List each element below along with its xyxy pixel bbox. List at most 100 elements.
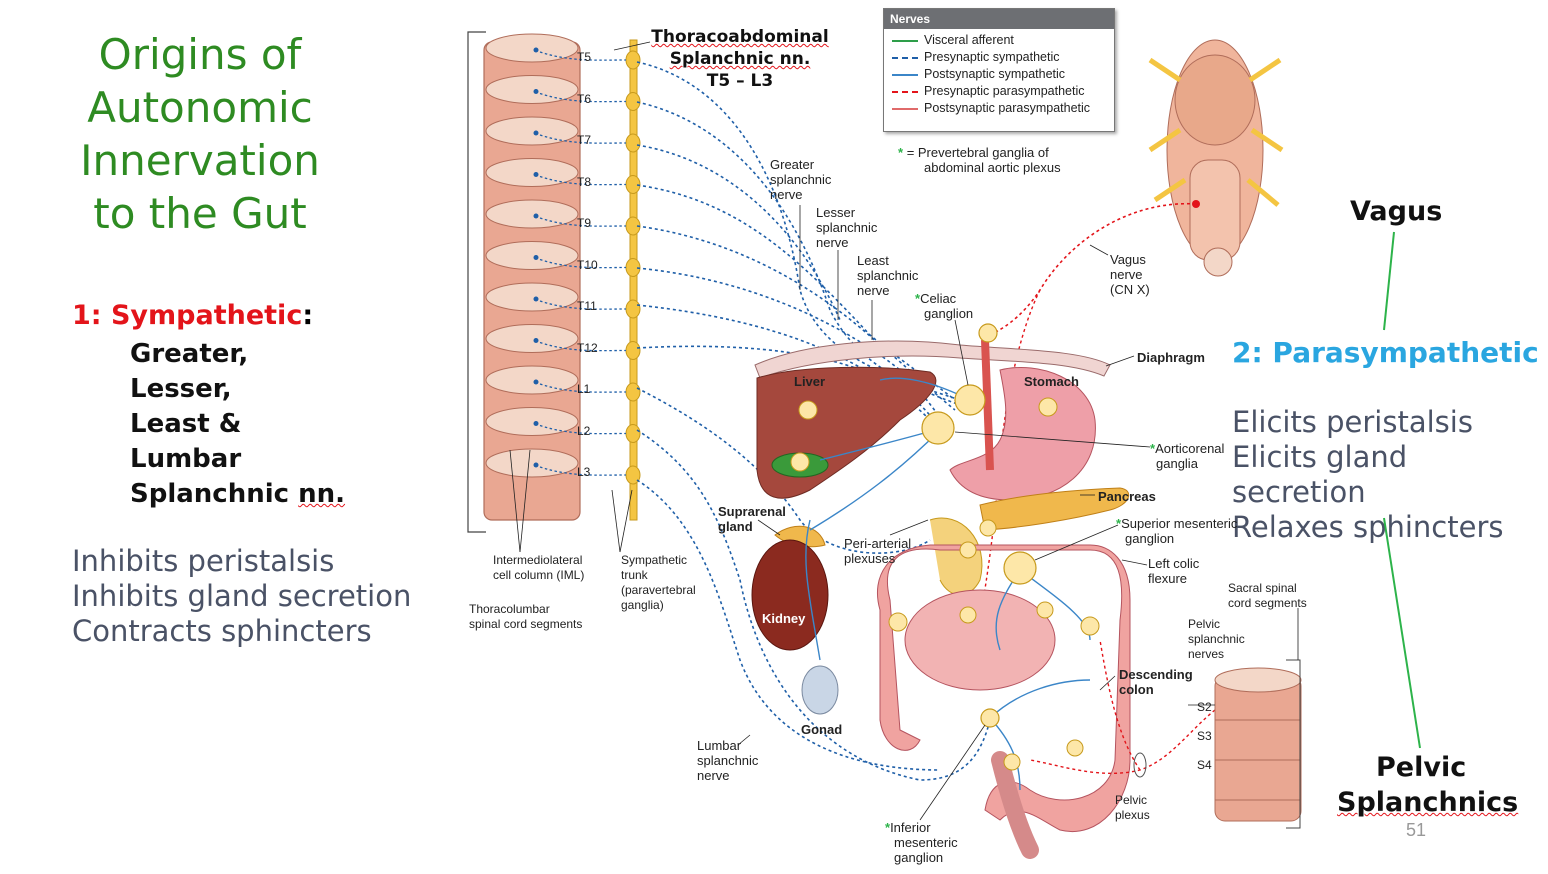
iml-neuron-dot [533,130,539,136]
iml-neuron-dot [533,338,539,343]
effect-item: Relaxes sphincters [1232,510,1504,544]
kidney-shape [751,539,829,651]
sympathetic-colon: : [302,300,314,331]
diaphragm-shape [754,340,1111,379]
ramus-link [539,341,627,352]
segment-label: L3 [577,465,591,479]
prevertebral-ganglia [921,323,1037,728]
colon-shape [876,544,1131,832]
segment-label: T7 [577,133,592,147]
parasympathetic-effects: Elicits peristalsis Elicits gland secret… [1232,405,1548,545]
segment-label: T11 [577,299,597,313]
legend-line-swatch [892,91,918,93]
ramus-link [539,51,627,61]
legend-title: Nerves [884,9,1114,29]
liver-shape [756,366,937,499]
effect-item: Inhibits gland secretion [72,579,412,613]
iml-neuron-dot [533,296,539,302]
iml-neuron-dot [533,172,539,177]
paravertebral-ganglion [625,424,641,443]
cord-segment-ring [485,324,579,353]
spinal-cord-column [483,33,581,521]
sacral-segment-label: S4 [1197,758,1212,772]
iml-neuron-dot [533,213,539,219]
iml-neuron-dot [533,47,539,53]
thoracoabdominal-label: Thoracoabdominal Splanchnic nn. T5 – L3 [640,26,840,92]
legend-label: Presynaptic parasympathetic [924,84,1085,98]
legend-line-swatch [892,74,918,76]
small-intestine-shape [904,589,1056,691]
ramus-link [539,466,627,476]
pancreas-shape [979,487,1130,531]
effect-item: Elicits gland secretion [1232,440,1408,509]
legend-label: Postsynaptic sympathetic [924,67,1066,81]
rectum-shape [991,751,1039,859]
cord-segment-ring [485,158,579,187]
cord-segment-ring [485,407,579,436]
effect-item: Elicits peristalsis [1232,405,1473,439]
iml-neuron-dot [533,462,539,468]
legend-row: Presynaptic parasympathetic [884,83,1114,100]
sympathetic-number: 1: [72,300,111,331]
segment-label: T12 [577,340,598,355]
legend-row: Presynaptic sympathetic [884,49,1114,66]
segment-label: T9 [577,216,592,230]
enteric-ganglia [790,397,1100,771]
sympathetic-heading: 1: Sympathetic: [72,300,313,331]
paravertebral-ganglion [625,341,641,360]
thoracoabdominal-line2: Splanchnic nn. [669,49,811,69]
cord-segment-ring [485,116,579,146]
cord-segment-ring [485,282,579,312]
legend-label: Visceral afferent [924,33,1014,47]
pelvic-heading-line1: Pelvic [1376,752,1467,783]
sympathetic-trunk-chain [629,39,638,521]
segment-label: L1 [577,382,591,396]
star-icon: * [898,145,904,160]
ramus-link [539,217,627,227]
legend-row: Postsynaptic parasympathetic [884,100,1114,117]
paravertebral-ganglion [625,382,641,402]
legend-note-line1: = Prevertebral ganglia of [906,145,1049,160]
sacral-bracket [1286,659,1301,829]
stomach-label: Stomach [1024,374,1079,389]
legend-line-swatch [892,57,918,59]
pelvic-connector-line [1383,517,1421,749]
kidney-label: Kidney [762,611,806,626]
cord-segment-ring [485,75,579,104]
effect-item: Inhibits peristalsis [72,544,335,578]
cord-segment-ring [485,33,579,63]
iml-neuron-dot [533,89,539,94]
liver-label: Liver [794,374,826,389]
cord-segment-ring [485,199,579,229]
paravertebral-ganglion [625,299,641,319]
ramus-link [539,134,627,144]
cord-segment-ring [485,365,579,395]
nerve-item-text: Splanchnic [130,479,299,509]
legend-line-swatch [892,108,918,110]
splanchnic-nerve-list: Greater, Lesser, Least & Lumbar Splanchn… [130,337,345,512]
segment-label: T10 [577,257,598,272]
aorta-shape [981,339,994,471]
title-line: Innervation [80,136,320,185]
gonad-shape [801,665,839,715]
segment-label: L2 [577,423,591,438]
ramus-link [539,258,627,269]
nerve-item: Lumbar [130,444,242,474]
title-line: Origins of [98,30,302,79]
